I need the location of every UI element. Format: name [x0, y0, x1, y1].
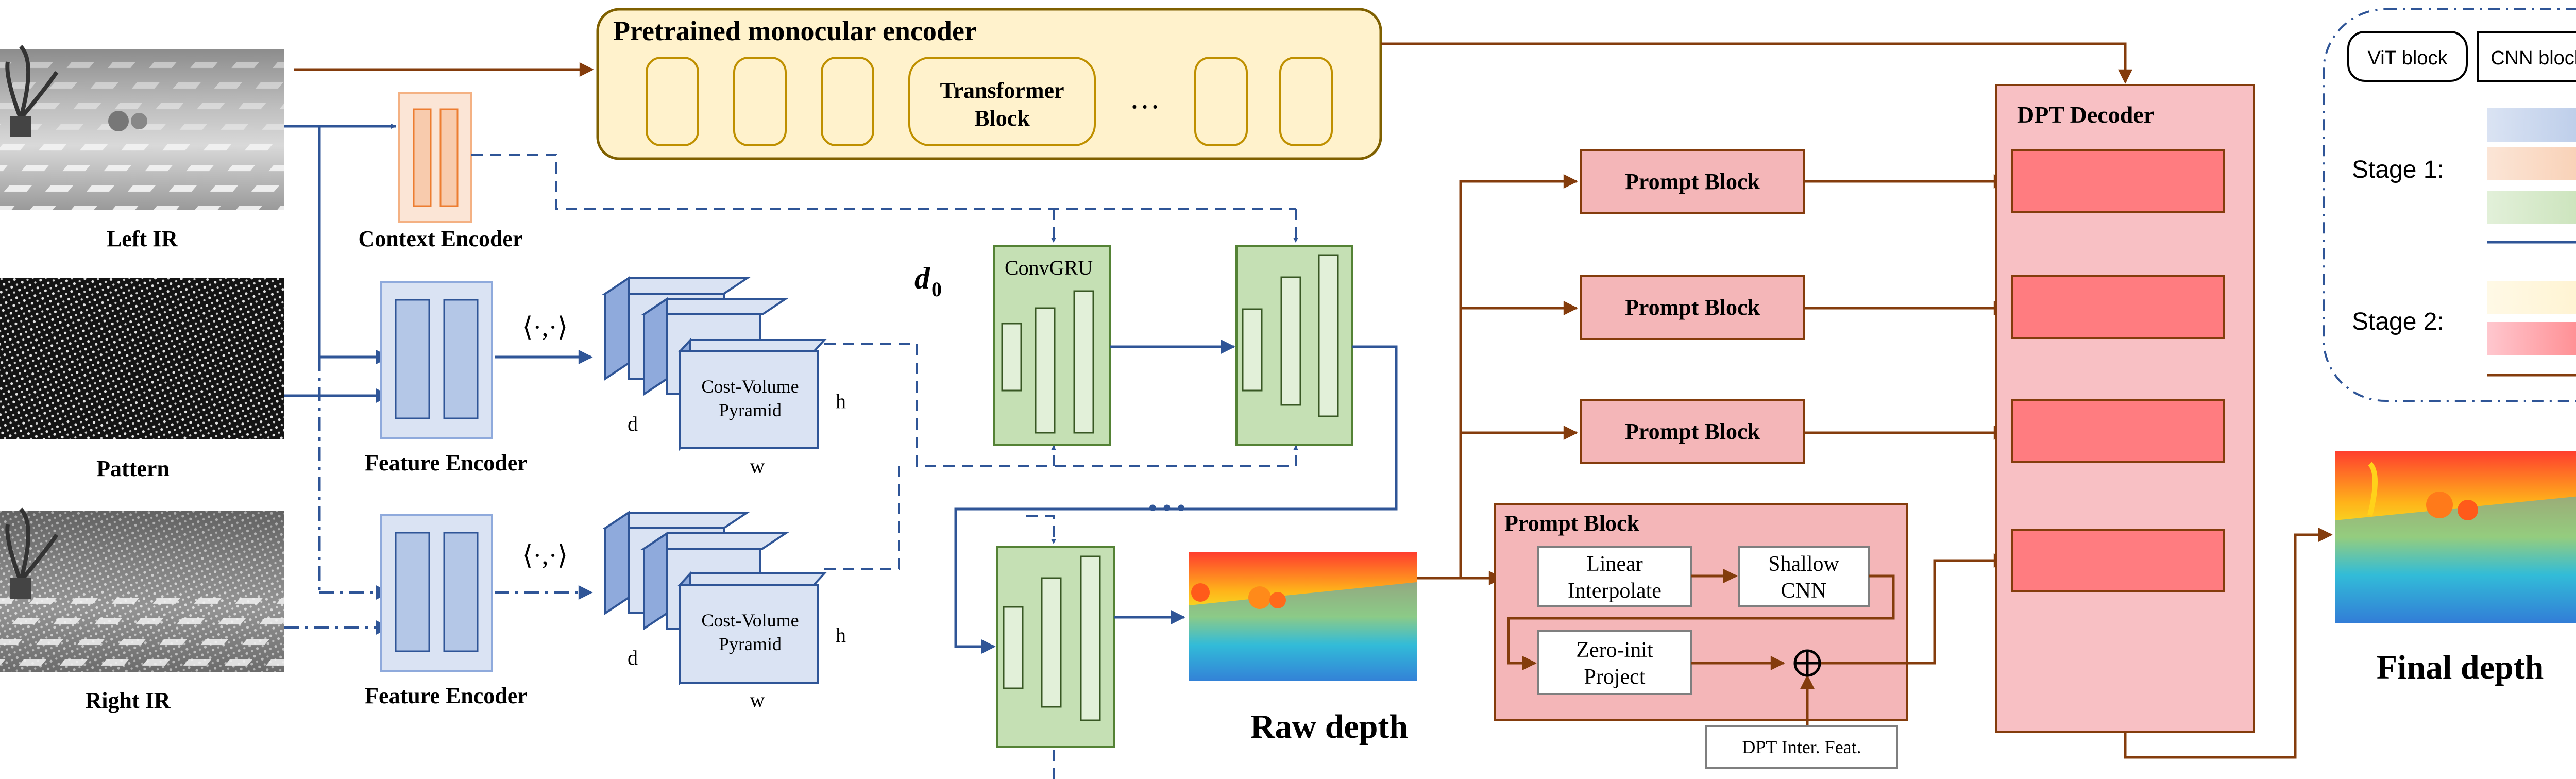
cost-volume-top-dim-w: w	[750, 454, 765, 478]
cost-volume-bottom-dim-w: w	[750, 688, 765, 712]
final-depth-image	[2335, 451, 2576, 623]
feature-encoder-bottom-label: Feature Encoder	[365, 683, 528, 708]
prompt-block-1-label: Prompt Block	[1625, 169, 1760, 194]
convgru-block-1	[993, 245, 1111, 446]
linear-interpolate-label-2: Interpolate	[1568, 579, 1662, 603]
shallow-cnn-label-2: CNN	[1781, 579, 1827, 603]
cost-volume-bottom-label-1: Cost-Volume	[701, 610, 799, 631]
context-encoder-label: Context Encoder	[359, 226, 523, 251]
mono-encoder	[596, 8, 1382, 160]
cost-volume-top-dim-h: h	[836, 390, 846, 413]
linear-interpolate-label-1: Linear	[1586, 552, 1643, 576]
dpt-decoder-title: DPT Decoder	[2017, 101, 2154, 128]
legend-vit-label: ViT block	[2368, 47, 2448, 69]
context-encoder	[398, 92, 472, 223]
correlation-symbol-bottom: ⟨·,·⟩	[522, 541, 568, 570]
cost-volume-top-dim-d: d	[628, 412, 638, 435]
convgru-block-3	[996, 546, 1115, 748]
prompt-block-2	[1580, 275, 1805, 340]
gru2-to-gru3-path	[954, 345, 1398, 654]
svg-text:d: d	[914, 261, 930, 295]
prompt-block-3-label: Prompt Block	[1625, 419, 1760, 444]
feature-encoder-top-label: Feature Encoder	[365, 450, 528, 476]
add-operator-icon	[1793, 649, 1821, 677]
cost-volume-bottom-dim-d: d	[628, 646, 638, 669]
prompt-block-2-label: Prompt Block	[1625, 295, 1760, 320]
legend-stage1-label: Stage 1:	[2352, 156, 2444, 183]
correlation-symbol-top: ⟨·,·⟩	[522, 313, 568, 342]
prompt-block-1	[1580, 149, 1805, 214]
feature-encoder-top	[380, 281, 493, 439]
mono-encoder-title: Pretrained monocular encoder	[613, 15, 977, 46]
raw-depth-label: Raw depth	[1250, 708, 1408, 746]
cost-volume-top-label-1: Cost-Volume	[701, 376, 799, 397]
cost-volume-bottom	[602, 511, 827, 686]
pattern-image	[0, 278, 284, 439]
shallow-cnn-label-1: Shallow	[1768, 552, 1839, 576]
svg-text:0: 0	[931, 278, 942, 301]
init-disparity-label: d 0	[914, 261, 942, 301]
prompt-block-3	[1580, 399, 1805, 464]
convgru-block-2	[1235, 245, 1353, 446]
feature-encoder-bottom	[380, 514, 493, 672]
mono-to-decoder-arrow	[1381, 42, 2132, 84]
left-ir-label: Left IR	[107, 226, 178, 251]
mono-encoder-ellipsis: …	[1129, 81, 1160, 115]
prompt-detail-wiring	[1507, 553, 2008, 726]
zero-init-label-2: Project	[1584, 665, 1646, 689]
gru-iteration-ellipsis: • • •	[1149, 495, 1185, 520]
cost-volume-top-label-2: Pyramid	[719, 400, 782, 420]
right-ir-image	[0, 507, 284, 672]
transformer-block-label-1: Transformer	[940, 78, 1064, 103]
dpt-decoder	[1995, 84, 2255, 733]
left-ir-image	[0, 45, 284, 210]
input-wiring	[284, 124, 593, 635]
transformer-block-label-2: Block	[974, 106, 1030, 131]
raw-depth-image	[1189, 552, 1417, 681]
dpt-feature-label: DPT Inter. Feat.	[1742, 737, 1861, 757]
convgru-label: ConvGRU	[1005, 256, 1093, 279]
legend-cnn-label: CNN block	[2490, 47, 2576, 69]
prompt-detail-title: Prompt Block	[1504, 511, 1639, 536]
prompt-to-decoder-arrows	[1804, 174, 2008, 440]
dashed-wiring	[471, 154, 1298, 779]
legend-stage2-label: Stage 2:	[2352, 308, 2444, 335]
decoder-to-final-arrow	[2124, 528, 2333, 759]
pattern-label: Pattern	[96, 456, 170, 481]
legend	[2323, 8, 2576, 402]
final-depth-label: Final depth	[2377, 649, 2544, 686]
cost-volume-bottom-label-2: Pyramid	[719, 634, 782, 654]
dpt-feature-box	[1705, 725, 1898, 769]
cost-volume-top	[602, 276, 827, 451]
zero-init-label-1: Zero-init	[1576, 638, 1653, 662]
cost-volume-bottom-dim-h: h	[836, 623, 846, 647]
prompt-block-detail	[1494, 503, 1908, 721]
raw-depth-fanout	[1417, 174, 1578, 585]
right-ir-label: Right IR	[85, 688, 171, 713]
